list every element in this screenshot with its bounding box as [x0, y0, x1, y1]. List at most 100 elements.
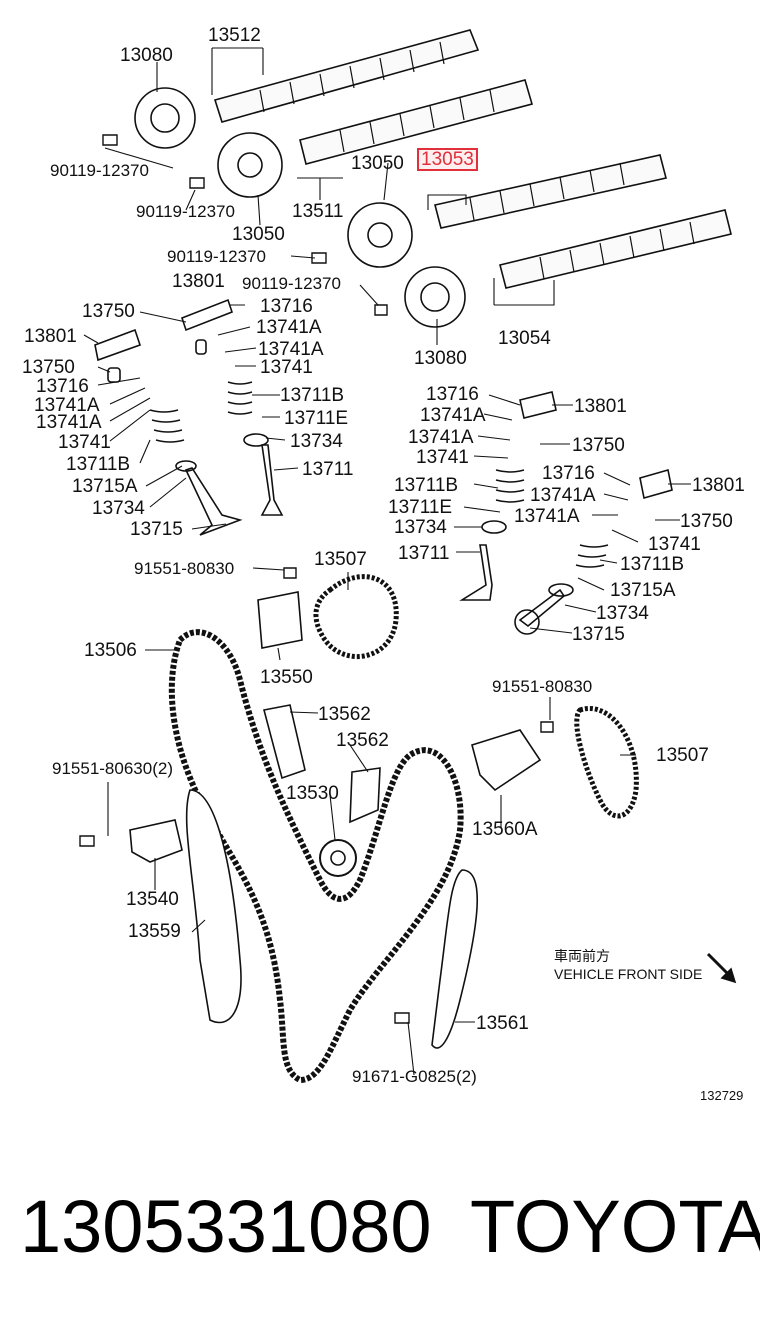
camshaft-4 [499, 209, 732, 289]
part-label-13054[interactable]: 13054 [498, 328, 551, 349]
front-note: 車両前方 VEHICLE FRONT SIDE [554, 948, 702, 983]
part-label-13734[interactable]: 13734 [596, 603, 649, 624]
cam-sprocket-13050-right [347, 202, 413, 268]
chain-13507-right [574, 706, 639, 819]
rocker-arm-b [94, 328, 142, 362]
part-label-13711E[interactable]: 13711E [388, 497, 453, 518]
part-label-13734[interactable]: 13734 [290, 431, 343, 452]
part-label-90119-12370[interactable]: 90119-12370 [242, 274, 341, 293]
part-label-13741A[interactable]: 13741A [530, 485, 596, 506]
part-label-13550[interactable]: 13550 [260, 667, 313, 688]
part-label-13750[interactable]: 13750 [572, 435, 625, 456]
footer-brand: TOYOTA [470, 1185, 760, 1268]
chain-guide-13562-a [263, 704, 306, 780]
valve-right-1 [459, 544, 493, 601]
part-label-13716[interactable]: 13716 [542, 463, 595, 484]
part-label-13734[interactable]: 13734 [92, 498, 145, 519]
part-label-13716[interactable]: 13716 [426, 384, 479, 405]
part-label-91551-80830[interactable]: 91551-80830 [492, 677, 593, 696]
cam-sprocket-13050-left [217, 132, 283, 198]
part-label-13507[interactable]: 13507 [314, 549, 367, 570]
part-label-13711[interactable]: 13711 [302, 459, 354, 480]
part-label-13741A[interactable]: 13741A [34, 395, 100, 416]
part-label-13711B[interactable]: 13711B [394, 475, 459, 496]
part-label-13080[interactable]: 13080 [414, 348, 467, 369]
part-label-13562[interactable]: 13562 [318, 704, 371, 725]
part-label-13750[interactable]: 13750 [680, 511, 733, 532]
part-label-13711B[interactable]: 13711B [66, 454, 131, 475]
part-label-13741A[interactable]: 13741A [36, 412, 102, 433]
part-label-13711E[interactable]: 13711E [284, 408, 349, 429]
part-label-13050[interactable]: 13050 [351, 153, 404, 174]
part-label-13741A[interactable]: 13741A [408, 427, 474, 448]
part-label-13716[interactable]: 13716 [260, 296, 313, 317]
part-label-13741[interactable]: 13741 [58, 432, 111, 453]
part-label-13741[interactable]: 13741 [648, 534, 701, 555]
part-label-13741A[interactable]: 13741A [256, 317, 322, 338]
part-label-13741A[interactable]: 13741A [514, 506, 580, 527]
part-label-91551-80830[interactable]: 91551-80830 [134, 559, 235, 578]
front-note-en: VEHICLE FRONT SIDE [554, 965, 703, 982]
rocker-arm-d [639, 468, 673, 500]
part-label-13711[interactable]: 13711 [398, 543, 450, 564]
part-label-13715[interactable]: 13715 [572, 624, 625, 645]
vvt-gear-13080-upper [134, 87, 196, 149]
chain-guide-13561 [431, 869, 479, 1049]
part-label-13801[interactable]: 13801 [574, 396, 627, 417]
part-label-13530[interactable]: 13530 [286, 783, 339, 804]
vvt-gear-13080-lower [404, 266, 466, 328]
part-label-13741A[interactable]: 13741A [420, 405, 486, 426]
part-label-13801[interactable]: 13801 [172, 271, 225, 292]
part-label-91551-80630[interactable]: 91551-80630(2) [52, 759, 173, 778]
chain-13507-upper [313, 574, 399, 660]
part-label-13715[interactable]: 13715 [130, 519, 183, 540]
part-label-13741[interactable]: 13741 [416, 447, 469, 468]
part-label-13711B[interactable]: 13711B [280, 385, 345, 406]
part-label-13741A[interactable]: 13741A [258, 339, 324, 360]
parts-diagram: 13080 13512 90119-12370 90119-12370 1305… [22, 25, 745, 1103]
part-label-91671-G0825[interactable]: 91671-G0825(2) [352, 1067, 477, 1086]
valve-right-2 [514, 588, 566, 635]
part-label-13080[interactable]: 13080 [120, 45, 173, 66]
timing-chain-13506 [168, 629, 464, 1084]
rocker-arm-c [519, 391, 557, 419]
part-label-13506[interactable]: 13506 [84, 640, 137, 661]
part-label-13750[interactable]: 13750 [82, 301, 135, 322]
drawing-code: 132729 [700, 1088, 744, 1103]
part-label-13801[interactable]: 13801 [692, 475, 745, 496]
part-label-90119-12370[interactable]: 90119-12370 [50, 161, 149, 180]
part-label-13050[interactable]: 13050 [232, 224, 285, 245]
part-label-13560A[interactable]: 13560A [472, 819, 538, 840]
chain-tensioner-13560A [471, 729, 542, 792]
part-label-13053-highlighted[interactable]: 13053 [417, 148, 478, 171]
part-label-90119-12370[interactable]: 90119-12370 [167, 247, 266, 266]
part-label-13507[interactable]: 13507 [656, 745, 709, 766]
part-label-13801[interactable]: 13801 [24, 326, 77, 347]
footer-part-number: 1305331080 [20, 1185, 432, 1268]
part-label-13512[interactable]: 13512 [208, 25, 261, 46]
chain-guide-13562-b [349, 767, 381, 824]
part-label-13715A[interactable]: 13715A [72, 476, 138, 497]
part-label-13559[interactable]: 13559 [128, 921, 181, 942]
chain-tensioner-13550 [257, 591, 303, 649]
valve-spring-left-1 [227, 381, 253, 415]
part-label-13715A[interactable]: 13715A [610, 580, 676, 601]
part-label-13716[interactable]: 13716 [36, 376, 89, 397]
parts-drawing [79, 29, 737, 1084]
part-label-13711B[interactable]: 13711B [620, 554, 685, 575]
rocker-arm-a [181, 298, 233, 332]
part-label-13511[interactable]: 13511 [292, 201, 344, 222]
part-label-13750[interactable]: 13750 [22, 357, 75, 378]
crank-sprocket-13530 [319, 839, 357, 877]
chain-tensioner-13540 [129, 819, 183, 863]
camshaft-3-highlighted [434, 154, 667, 229]
valve-spring-right-1 [495, 469, 525, 503]
part-label-13540[interactable]: 13540 [126, 889, 179, 910]
part-label-90119-12370[interactable]: 90119-12370 [136, 202, 235, 221]
camshaft-2 [299, 79, 533, 165]
part-label-13562[interactable]: 13562 [336, 730, 389, 751]
part-label-13734[interactable]: 13734 [394, 517, 447, 538]
part-label-13561[interactable]: 13561 [476, 1013, 529, 1034]
front-note-jp: 車両前方 [554, 948, 610, 964]
part-label-13741[interactable]: 13741 [260, 357, 313, 378]
